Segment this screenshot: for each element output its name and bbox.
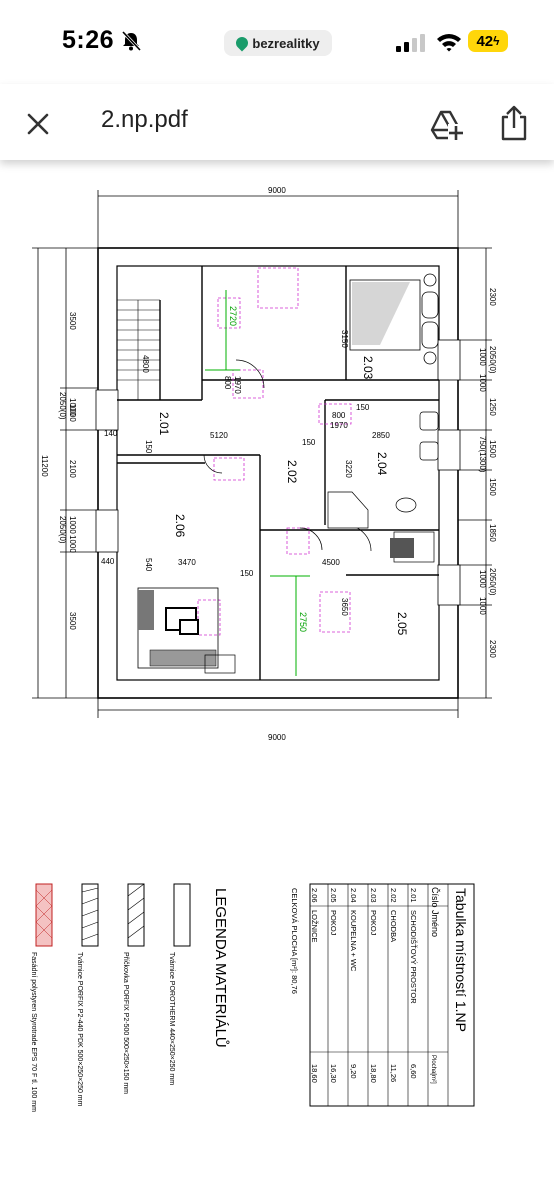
- viewer-app-bar: 2.np.pdf: [0, 84, 554, 160]
- dim-2850: 2850: [372, 431, 390, 440]
- material-legend: LEGENDA MATERIÁLŮ Tvárnice POROTHERM 440…: [30, 883, 230, 1112]
- dim-150-d: 150: [144, 440, 153, 454]
- table-cell-r3-area: 18,80: [369, 1064, 378, 1083]
- dim-140: 140: [104, 429, 118, 438]
- location-pin-icon: [233, 34, 251, 52]
- dim-4800: 4800: [141, 355, 150, 373]
- room-label-203: 2.03: [361, 356, 375, 380]
- close-icon[interactable]: [22, 108, 54, 140]
- table-header-number: Číslo: [430, 887, 440, 908]
- dim-right-13: 2300: [488, 640, 497, 658]
- site-name: bezrealitky: [252, 35, 320, 51]
- table-cell-r6-area: 18,60: [310, 1064, 319, 1083]
- dim-3470: 3470: [178, 558, 196, 567]
- dim-150-a: 150: [356, 403, 370, 412]
- dim-left-3: 2050(0): [58, 392, 67, 420]
- dim-3150: 3150: [340, 330, 349, 348]
- dim-5120: 5120: [210, 431, 228, 440]
- dim-right-11: 2050(0): [488, 568, 497, 596]
- dim-left-7: 2050(0): [58, 516, 67, 544]
- floor-plan-drawing: 9000 9000 3150 4800 5120 2850 3220 3470 …: [30, 186, 497, 1112]
- dim-540: 540: [144, 558, 153, 572]
- table-cell-r6-num: 2.06: [310, 888, 319, 903]
- dim-left-9: 3500: [68, 612, 77, 630]
- legend-item-1: Tvárnice POROTHERM 440×250×250 mm: [168, 952, 175, 1085]
- dim-right-2: 1000: [478, 348, 487, 366]
- table-cell-r3-num: 2.03: [369, 888, 378, 903]
- dim-left-1: 3500: [68, 312, 77, 330]
- dim-right-3: 2050(0): [488, 346, 497, 374]
- dim-150-b: 150: [302, 438, 316, 447]
- table-cell-r3-name: POKOJ: [369, 910, 378, 936]
- cellular-signal-icon: [396, 34, 425, 52]
- battery-level: 42: [476, 32, 494, 50]
- dim-right-12: 1000: [478, 597, 487, 615]
- legend-item-2: Příčkovka PORFIX P2-500 500×250×150 mm: [122, 952, 129, 1094]
- room-table: Tabulka místností 1.NP Číslo Jméno Ploch…: [290, 883, 475, 1107]
- dim-800-a: 800: [223, 376, 232, 390]
- wifi-icon: [437, 34, 461, 52]
- add-to-drive-icon[interactable]: [428, 106, 464, 142]
- table-header-name: Jméno: [430, 910, 440, 937]
- dim-150-c: 150: [240, 569, 254, 578]
- room-label-202: 2.02: [285, 460, 299, 484]
- table-total: CELKOVÁ PLOCHA [m²]: 80,76: [290, 888, 299, 994]
- dim-right-7: 750(1300): [478, 436, 487, 473]
- dim-2720: 2720: [228, 306, 238, 326]
- table-cell-r2-num: 2.02: [389, 888, 398, 903]
- dim-right-5: 1250: [488, 398, 497, 416]
- room-label-201: 2.01: [157, 412, 171, 436]
- table-cell-r5-area: 16,30: [329, 1064, 338, 1083]
- dim-3650: 3650: [340, 598, 349, 616]
- dim-right-10: 1000: [478, 570, 487, 588]
- file-title: 2.np.pdf: [101, 106, 188, 133]
- dim-right-9: 1850: [488, 524, 497, 542]
- clock: 5:26: [62, 26, 115, 54]
- table-title: Tabulka místností 1.NP: [453, 888, 469, 1032]
- share-icon[interactable]: [496, 104, 532, 142]
- dim-right-1: 2300: [488, 288, 497, 306]
- dim-left-4: 1000: [68, 404, 77, 422]
- table-cell-r4-num: 2.04: [349, 888, 358, 903]
- dim-left-5: 2100: [68, 460, 77, 478]
- table-header-area: Plocha[m²]: [430, 1055, 436, 1084]
- dim-right-4: 1000: [478, 374, 487, 392]
- dim-800-b: 800: [332, 411, 346, 420]
- room-label-204: 2.04: [375, 452, 389, 476]
- dim-left-total: 11200: [40, 455, 49, 477]
- table-cell-r6-name: LOŽNICE: [310, 910, 319, 943]
- bell-muted-icon: [121, 30, 142, 52]
- table-cell-r4-area: 9,20: [349, 1064, 358, 1079]
- legend-item-3: Tvárnice PORFIX P2-440 PDK 500×250×250 m…: [76, 952, 83, 1107]
- dim-right-6: 1500: [488, 440, 497, 458]
- dim-left-2: 1000: [68, 398, 77, 416]
- table-cell-r1-name: SCHODIŠŤOVÝ PROSTOR: [409, 910, 418, 1004]
- dim-top: 9000: [268, 186, 286, 195]
- room-label-205: 2.05: [395, 612, 409, 636]
- table-cell-r2-area: 11,26: [389, 1064, 398, 1082]
- table-cell-r2-name: CHODBA: [389, 910, 398, 942]
- dim-4500: 4500: [322, 558, 340, 567]
- dim-bottom: 9000: [268, 733, 286, 742]
- legend-item-4: Fasádní polystyren Styrotrade EPS 70 F t…: [30, 952, 37, 1112]
- table-cell-r1-num: 2.01: [409, 888, 418, 903]
- pdf-page[interactable]: 9000 9000 3150 4800 5120 2850 3220 3470 …: [0, 160, 554, 1200]
- dim-right-8: 1500: [488, 478, 497, 496]
- table-cell-r5-num: 2.05: [329, 888, 338, 903]
- room-label-206: 2.06: [173, 514, 187, 538]
- table-cell-r4-name: KOUPELNA + WC: [349, 910, 358, 972]
- dim-1970-a: 1970: [233, 376, 242, 394]
- dim-left-6: 1000: [68, 516, 77, 534]
- dim-1970-b: 1970: [330, 421, 348, 430]
- table-cell-r1-area: 6,60: [409, 1064, 418, 1079]
- dim-440: 440: [101, 557, 115, 566]
- dim-left-8: 1000: [68, 535, 77, 553]
- dim-3220: 3220: [344, 460, 353, 478]
- dim-2750: 2750: [298, 612, 308, 632]
- site-indicator[interactable]: bezrealitky: [224, 30, 332, 56]
- table-cell-r5-name: POKOJ: [329, 910, 338, 936]
- legend-title: LEGENDA MATERIÁLŮ: [212, 888, 230, 1048]
